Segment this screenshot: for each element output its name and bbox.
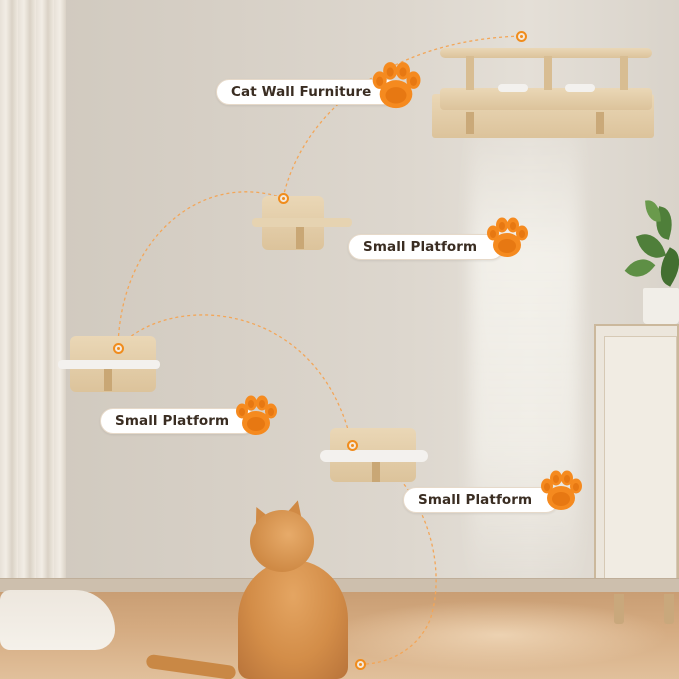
connector-dot-icon (355, 659, 366, 670)
connector-dot-icon (278, 193, 289, 204)
shelf-bracket (466, 112, 474, 134)
shelf-bracket (596, 112, 604, 134)
label-text: Small Platform (115, 413, 230, 429)
paw-print-icon (487, 217, 528, 257)
connector-dot-icon (516, 31, 527, 42)
shelf-post (544, 56, 552, 90)
paw-print-icon (236, 395, 277, 435)
platform-bracket (104, 369, 112, 391)
shelf-top-rail (440, 48, 652, 58)
shelf-cushion (498, 84, 528, 92)
cabinet-leg (614, 594, 624, 624)
label-cat-wall-furniture: Cat Wall Furniture (216, 79, 400, 105)
curtain (0, 0, 66, 640)
platform-bracket (296, 227, 304, 249)
shelf-base (440, 88, 652, 110)
paw-print-icon (541, 470, 582, 510)
floor-sunlight (330, 600, 670, 670)
cat-head (250, 510, 314, 572)
shelf-post (620, 56, 628, 90)
platform-top (320, 450, 428, 462)
cabinet-door (604, 336, 677, 586)
connector-dot-icon (347, 440, 358, 451)
plant-pot (643, 288, 679, 324)
curtain-hem (0, 590, 115, 650)
label-text: Small Platform (363, 239, 478, 255)
shelf-post (466, 56, 474, 90)
connector-dot-icon (113, 343, 124, 354)
cat-body (238, 560, 348, 679)
label-text: Cat Wall Furniture (231, 84, 372, 100)
label-small-platform-2: Small Platform (100, 408, 256, 434)
label-text: Small Platform (418, 492, 533, 508)
shelf-cushion (565, 84, 595, 92)
label-small-platform-1: Small Platform (348, 234, 504, 260)
platform-top (252, 218, 352, 227)
label-small-platform-3: Small Platform (403, 487, 559, 513)
cabinet-leg (664, 594, 674, 624)
platform-bracket (372, 462, 380, 482)
paw-print-icon (372, 62, 421, 109)
platform-top (58, 360, 160, 369)
side-cabinet (594, 324, 679, 596)
baseboard (0, 578, 679, 593)
